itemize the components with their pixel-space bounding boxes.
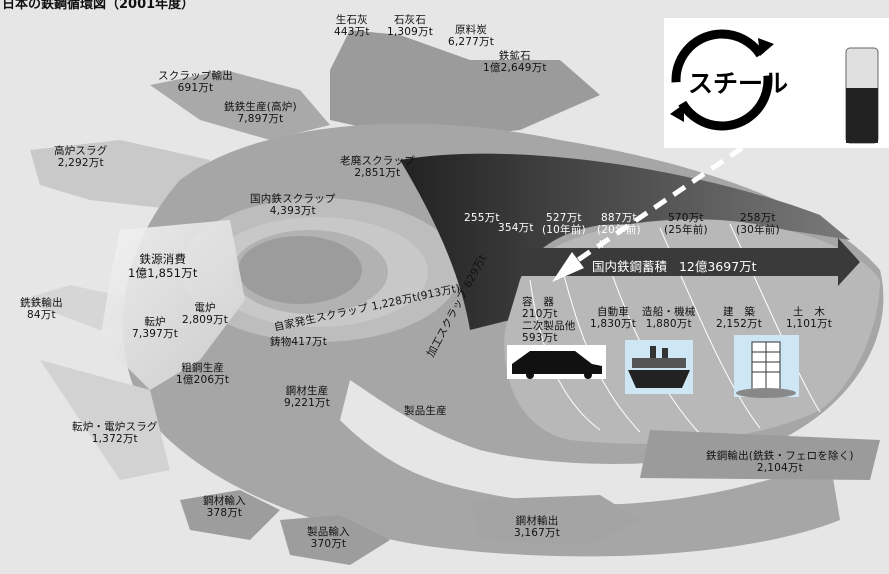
car-icon [507, 345, 606, 379]
label-stock-258: 258万t(30年前) [736, 212, 780, 236]
diagram-title: 日本の鉄鋼循環図（2001年度） [2, 0, 195, 12]
stock-band-title: 国内鉄鋼蓄積 [592, 259, 668, 274]
label-stock-570: 570万t(25年前) [664, 212, 708, 236]
label-stock-887: 887万t(20年前) [597, 212, 641, 236]
label-stock-354: 354万t [498, 222, 534, 234]
label-pigiron: 銑鉄生産(高炉)7,897万t [224, 101, 297, 125]
label-castings: 鋳物417万t [270, 336, 328, 348]
label-indirect-export: 鉄鋼輸出(銑鉄・フェロを除く)2,104万t [706, 450, 854, 474]
logo-label: スチール [688, 69, 789, 98]
building-icon [734, 335, 799, 398]
stock-band-label: 国内鉄鋼蓄積 12億3697万t [592, 256, 757, 275]
label-product-prod: 製品生産 [404, 405, 447, 417]
recycle-logo-panel: スチール [664, 18, 889, 148]
label-stock-527: 527万t(10年前) [542, 212, 586, 236]
label-stock-255: 255万t [464, 212, 500, 224]
stock-band-value: 12億3697万t [678, 259, 757, 274]
ship-icon [625, 340, 693, 394]
